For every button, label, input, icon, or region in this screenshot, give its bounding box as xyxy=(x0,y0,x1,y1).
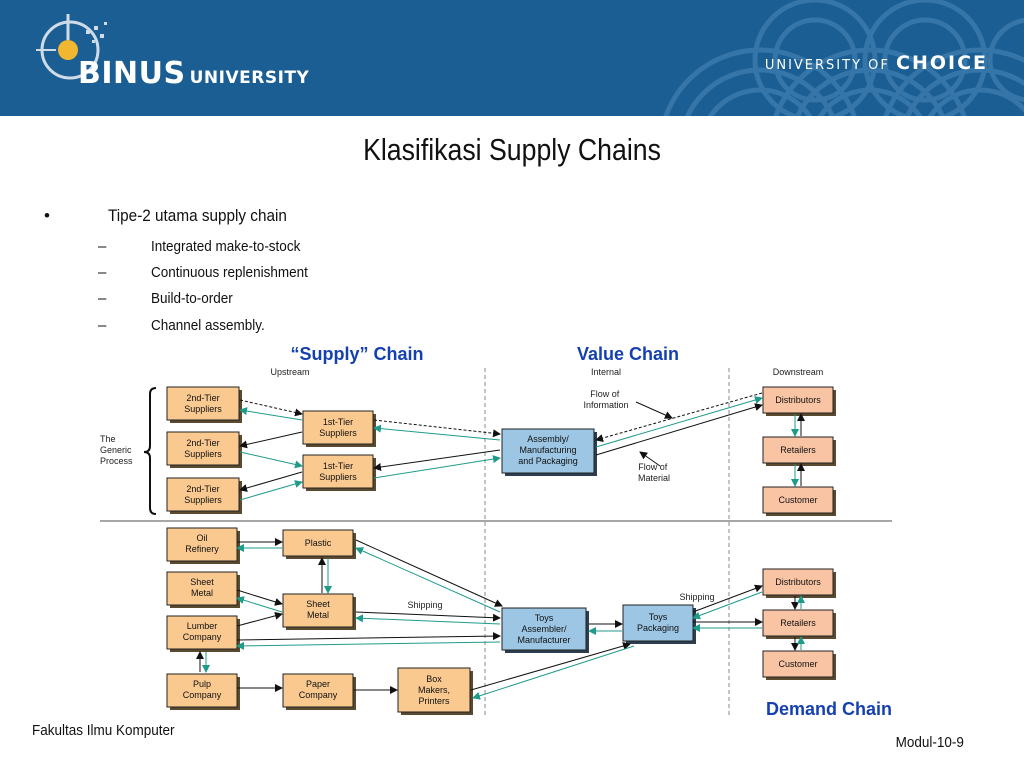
logo-sub: UNIVERSITY xyxy=(189,68,310,88)
svg-text:Customer: Customer xyxy=(778,659,817,669)
sub-bullet-text: Build-to-order xyxy=(151,290,233,307)
box-customer: Customer xyxy=(762,650,836,680)
tagline-bold: CHOICE xyxy=(896,52,988,74)
footer-faculty: Fakultas Ilmu Komputer xyxy=(32,722,175,739)
generic-flow-arrows xyxy=(239,392,805,501)
dash-icon: – xyxy=(98,238,107,255)
bullet-main-text: Tipe-2 utama supply chain xyxy=(108,206,287,225)
box-distributors: Distributors xyxy=(762,568,836,598)
downstream-label: Downstream xyxy=(773,367,824,377)
bullet-dot-icon: • xyxy=(44,206,50,225)
dash-icon: – xyxy=(98,264,107,281)
dash-icon: – xyxy=(98,317,107,334)
shipping-label: Shipping xyxy=(679,592,714,602)
shipping-label: Shipping xyxy=(407,600,442,610)
binus-logo-icon xyxy=(36,14,107,80)
sub-bullet-text: Integrated make-to-stock xyxy=(151,238,301,255)
svg-text:Retailers: Retailers xyxy=(780,618,816,628)
supply-chain-label: “Supply” Chain xyxy=(290,344,423,364)
header-decoration xyxy=(36,0,1024,116)
box-retailers: Retailers xyxy=(762,436,836,466)
svg-text:Customer: Customer xyxy=(778,495,817,505)
demand-chain-label: Demand Chain xyxy=(766,699,892,719)
dash-icon: – xyxy=(98,290,107,307)
svg-text:Plastic: Plastic xyxy=(305,538,332,548)
box-retailers: Retailers xyxy=(762,609,836,639)
box-customer: Customer xyxy=(762,486,836,516)
generic-process-label: The Generic Process xyxy=(100,434,134,466)
sub-bullet-text: Continuous replenishment xyxy=(151,264,308,281)
svg-text:Distributors: Distributors xyxy=(775,395,821,405)
flow-information-label: Flow of Information xyxy=(583,389,628,410)
logo-main: BINUS xyxy=(78,56,186,91)
box-plastic: Plastic xyxy=(282,529,356,559)
svg-text:Retailers: Retailers xyxy=(780,445,816,455)
bracket-icon xyxy=(143,387,157,515)
slide-title: Klasifikasi Supply Chains xyxy=(363,132,661,167)
flow-material-label: Flow of Material xyxy=(638,462,670,483)
toys-flow-arrows xyxy=(196,538,805,700)
value-chain-label: Value Chain xyxy=(577,344,679,364)
upstream-label: Upstream xyxy=(270,367,309,377)
tagline: UNIVERSITY OF CHOICE xyxy=(765,52,988,74)
box-distributors: Distributors xyxy=(762,386,836,416)
internal-label: Internal xyxy=(591,367,621,377)
svg-text:Distributors: Distributors xyxy=(775,577,821,587)
tagline-pre: UNIVERSITY OF xyxy=(764,58,890,73)
sub-bullet-text: Channel assembly. xyxy=(151,317,265,334)
footer-page-number: Modul-10-9 xyxy=(895,734,964,751)
